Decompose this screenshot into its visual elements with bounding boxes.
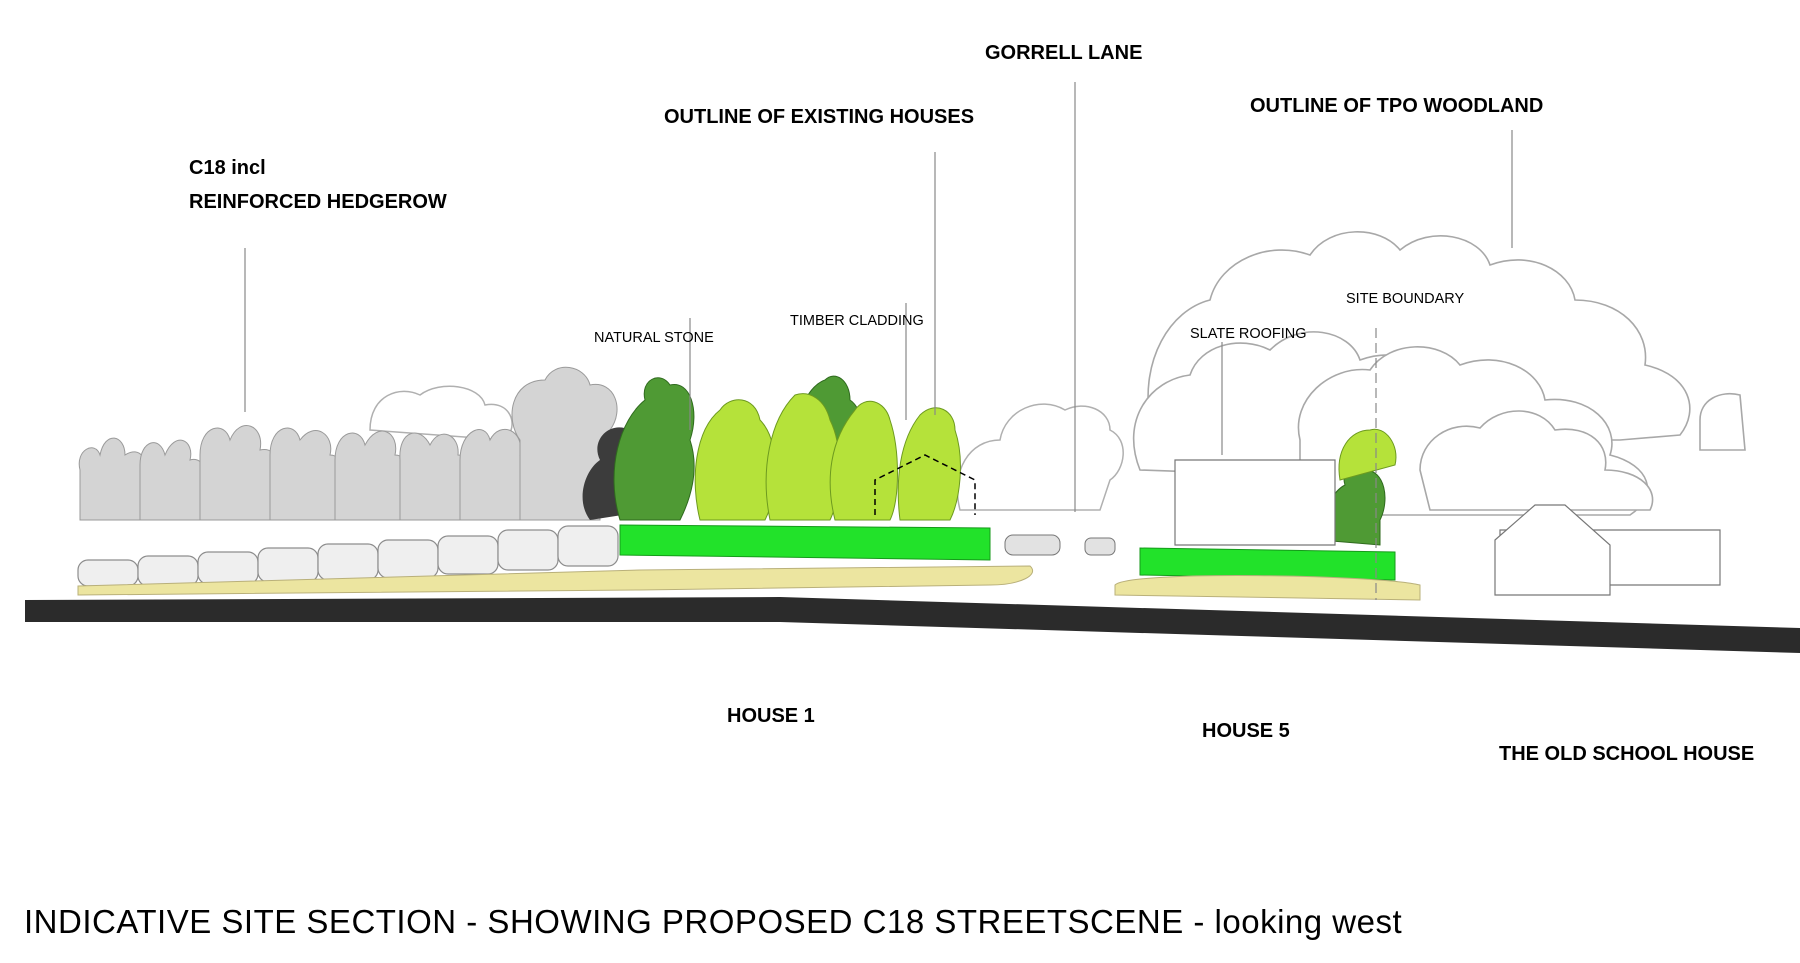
hedgerow-grey-trees <box>78 366 618 521</box>
sand-ground <box>77 565 1421 601</box>
label-reinforced-hedgerow: REINFORCED HEDGEROW <box>189 191 447 213</box>
cars <box>1004 534 1116 556</box>
label-timber-cladding: TIMBER CLADDING <box>790 313 924 329</box>
lime-trees <box>694 393 1397 521</box>
label-c18-incl: C18 incl <box>189 157 266 179</box>
stone-wall <box>77 525 619 587</box>
ground-profile <box>25 597 1800 653</box>
existing-tree-outlines <box>369 385 1124 511</box>
label-house-1: HOUSE 1 <box>727 705 815 727</box>
leader-lines <box>244 82 1513 600</box>
label-old-school-house: THE OLD SCHOOL HOUSE <box>1499 743 1755 765</box>
label-outline-tpo-woodland: OUTLINE OF TPO WOODLAND <box>1250 95 1544 117</box>
label-house-5: HOUSE 5 <box>1202 720 1290 742</box>
label-natural-stone: NATURAL STONE <box>594 330 714 346</box>
label-slate-roofing: SLATE ROOFING <box>1190 326 1307 342</box>
drawing-caption: INDICATIVE SITE SECTION - SHOWING PROPOS… <box>24 903 1403 940</box>
house-outlines <box>1174 459 1721 596</box>
existing-house-dashed-outline <box>874 454 976 515</box>
label-site-boundary: SITE BOUNDARY <box>1346 291 1465 307</box>
label-gorrell-lane: GORRELL LANE <box>985 42 1143 64</box>
label-outline-existing-houses: OUTLINE OF EXISTING HOUSES <box>664 106 975 128</box>
